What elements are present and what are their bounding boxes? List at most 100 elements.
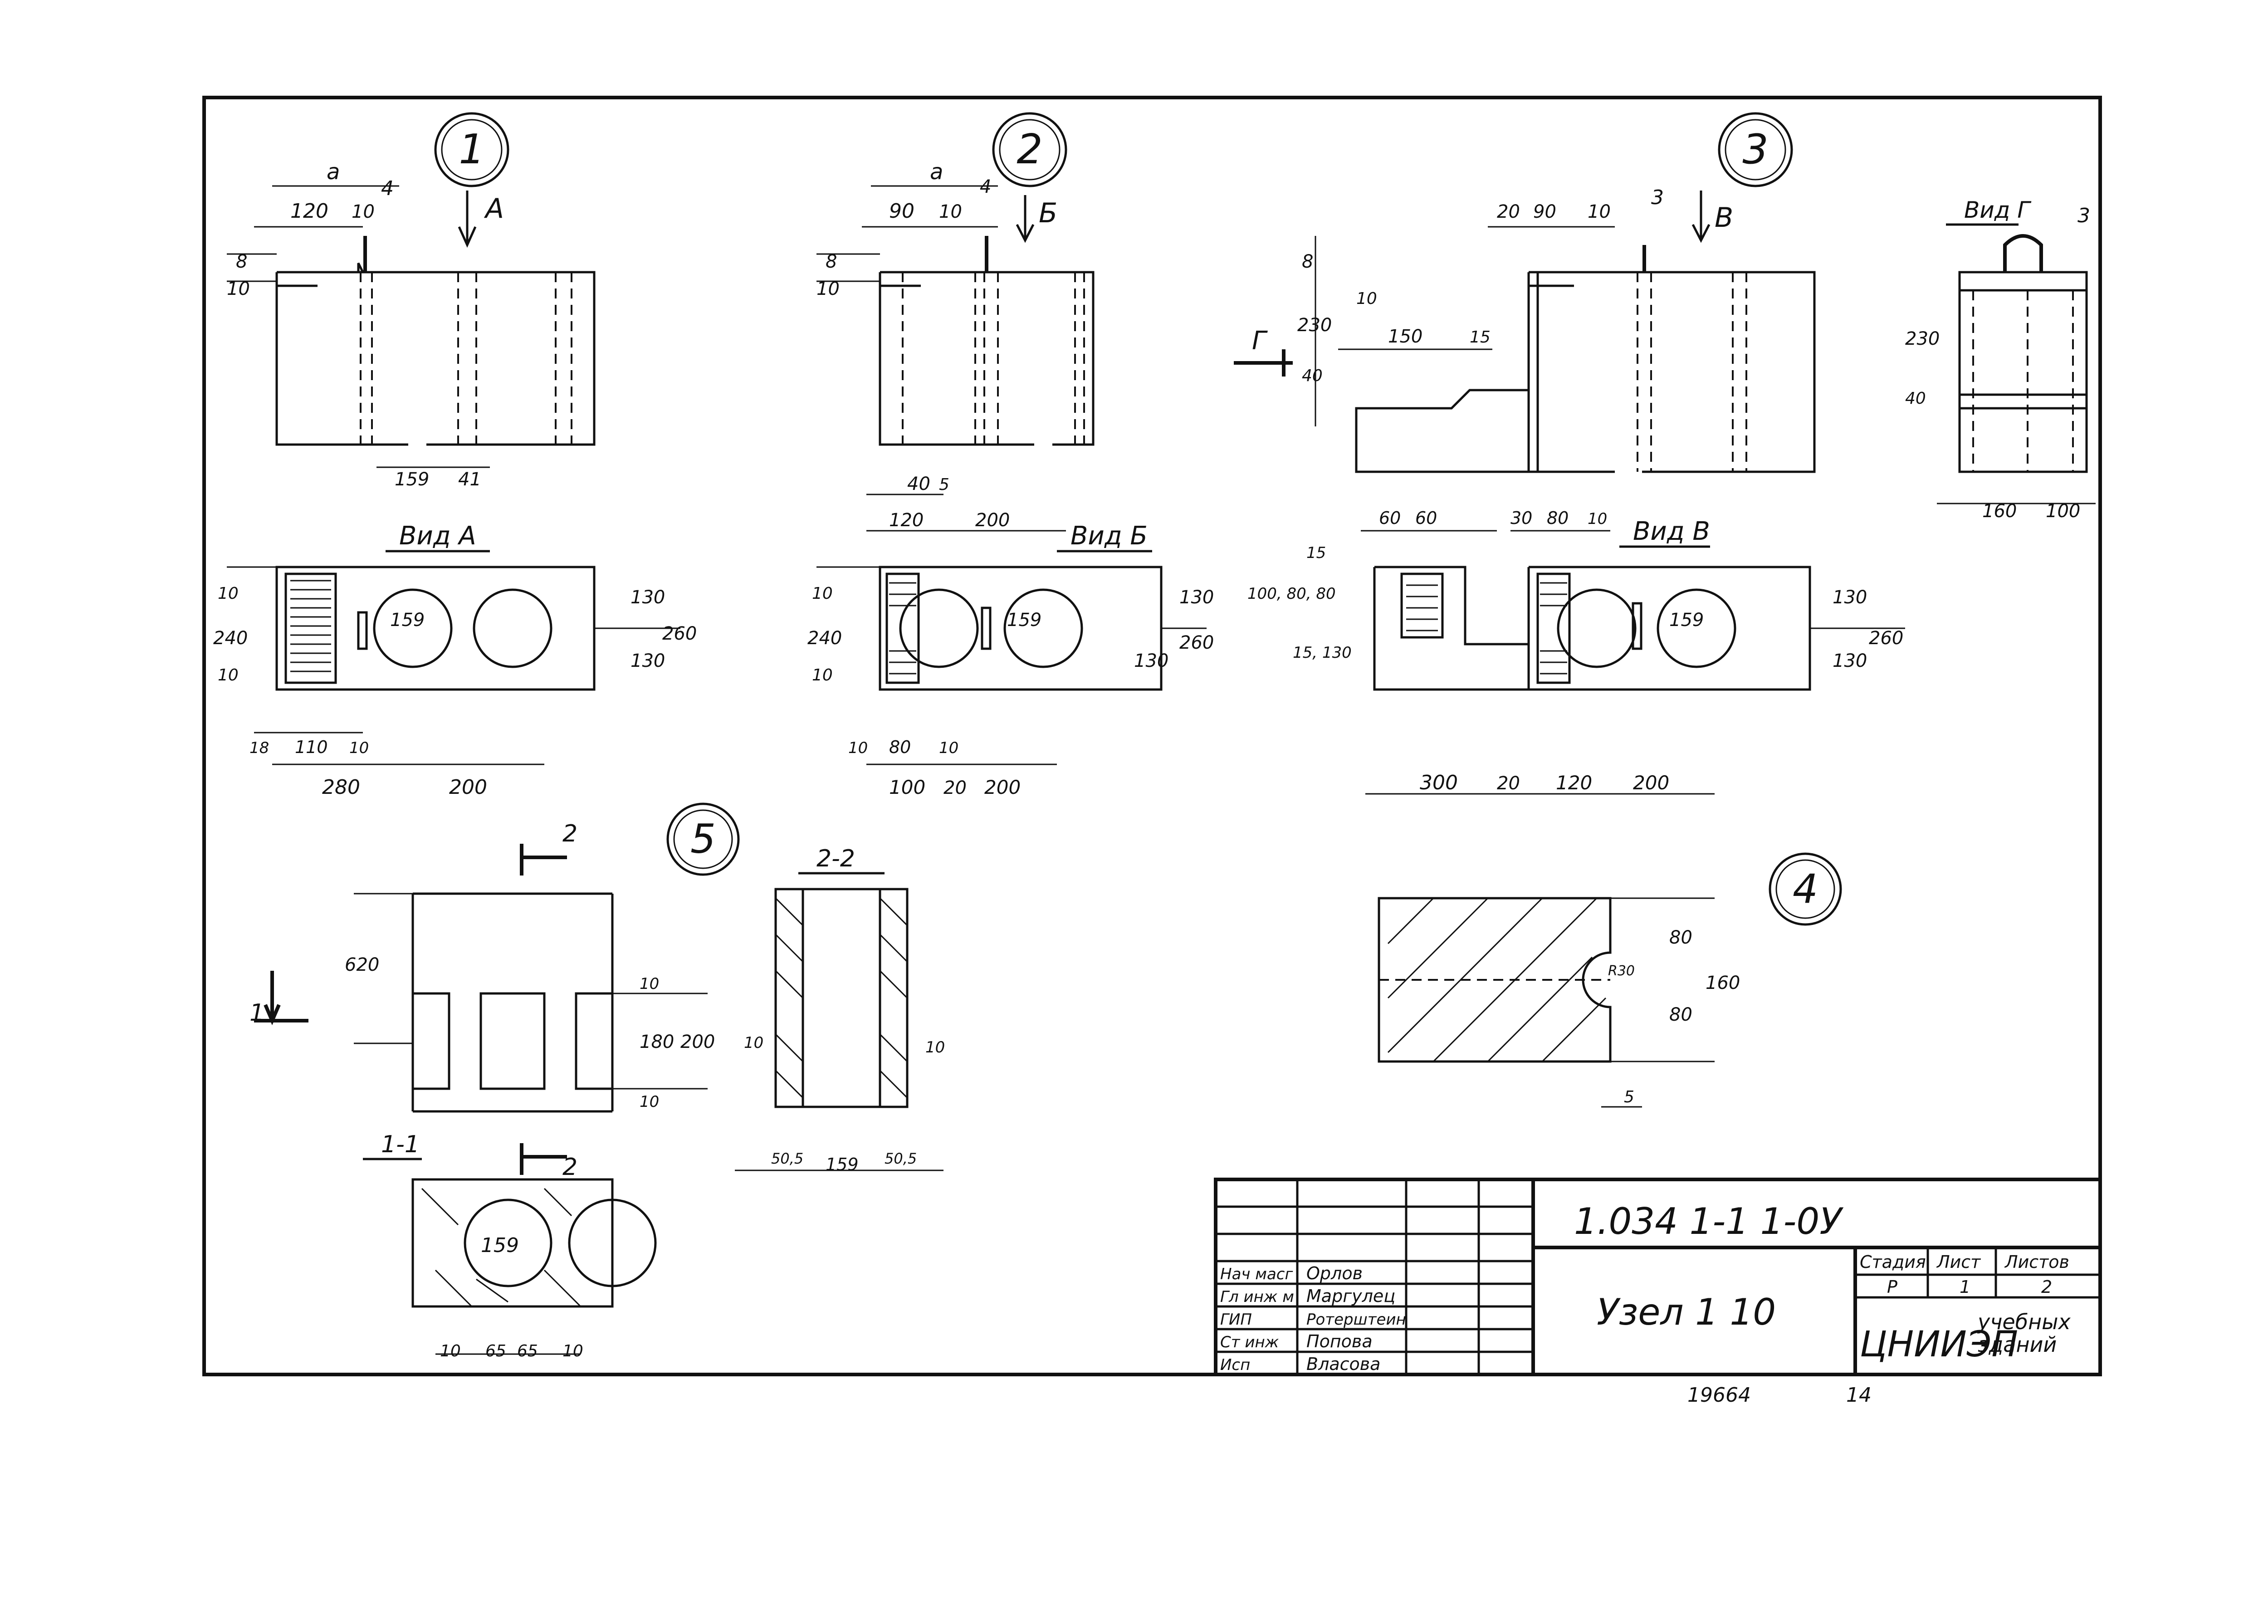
view-a-title: Вид А [399,521,476,551]
view-a: Вид А 10 240 10 159 130 130 260 18 110 1… [213,521,697,799]
node-2-outline [879,271,1095,446]
signature-role-3: ГИП [1220,1311,1252,1329]
dim-n2-10: 10 [939,201,962,222]
arrow-b-icon [1016,195,1035,243]
dim-vb-10b: 10 [812,666,833,685]
dim-n1-8: 8 [236,251,247,272]
dim-n4-5: 5 [1624,1088,1634,1106]
dim-vb-10: 10 [812,584,833,603]
signature-name-2: Маргулец [1306,1286,1395,1306]
dim-n3-10b: 10 [1356,289,1377,308]
dim-n2-90: 90 [889,200,914,223]
node-5-outline [411,894,614,1113]
dim-vv-10: 10 [1588,510,1607,528]
view-v: Вид В 60 60 30 80 10 15 100, 80, 80 15, … [1247,508,1905,795]
dim-n5-10b: 10 [640,1093,659,1111]
sheets-label: Листов [2004,1252,2069,1272]
view-v-void-1 [1557,588,1637,668]
dim-n4-80: 80 [1669,927,1692,948]
sheet-frame [202,96,2102,1376]
dim-vv-120: 120 [1556,772,1592,794]
dim-va-159: 159 [390,610,425,631]
dim-vg-40: 40 [1905,389,1926,408]
dim-n2-10b: 10 [816,279,840,299]
section-2-label-top: 2 [562,820,577,847]
dim-vb-260: 260 [1179,632,1214,653]
section-1-1-title: 1-1 [381,1131,420,1158]
section-1-arrow-icon [254,971,308,1026]
dim-va-10: 10 [218,584,239,603]
dim-vv-260: 260 [1869,628,1903,649]
organization-sub-1: учебных [1977,1310,2071,1334]
dim-n3-40: 40 [1302,367,1323,385]
dim-vb-200: 200 [984,776,1021,798]
dim-va-260: 260 [662,623,697,644]
dim-s22-10b: 10 [925,1038,945,1057]
dim-vb-130: 130 [1179,587,1214,608]
sheet-value: 1 [1960,1277,1970,1297]
page-number: 14 [1846,1384,1872,1407]
dim-n5-10: 10 [640,975,659,993]
dim-n4-160: 160 [1706,973,1740,993]
dim-s11-65b: 65 [517,1342,538,1360]
node-1-number: 1 [459,126,484,173]
signature-name-5: Власова [1306,1354,1380,1374]
dim-vv-30: 30 [1510,508,1532,528]
dim-n3-8: 8 [1302,251,1313,272]
dim-vv-159: 159 [1669,610,1704,631]
dim-vv-130b: 130 [1833,651,1867,671]
dim-vb-10d: 10 [939,739,958,757]
view-v-title: Вид В [1633,517,1710,546]
dim-vb-240: 240 [807,628,842,649]
dim-n1-159: 159 [395,469,429,490]
arrow-v-label: В [1715,202,1733,234]
view-v-void-2 [1657,588,1736,668]
section-1-label: 1 [249,999,264,1027]
dim-vg-230: 230 [1905,328,1940,349]
dim-va-200: 200 [449,776,487,799]
node-1-outline [275,271,596,446]
dim-va-10b: 10 [218,666,239,685]
view-a-void-2 [473,588,552,668]
arrow-b-label: Б [1039,197,1057,229]
arrow-a-icon [458,191,477,248]
node-4: 4 R30 80 80 160 5 [1378,852,1842,1108]
stage-value: Р [1887,1277,1897,1297]
section-1-1: 1-1 159 10 65 65 10 [363,1131,657,1360]
dim-n2-8: 8 [826,251,837,272]
view-b-void-2 [1003,588,1083,668]
dim-vv-60b: 60 [1415,508,1437,528]
dim-n3-3: 3 [1651,186,1664,209]
dim-vb-130b: 130 [1134,651,1168,671]
view-a-void-1 [373,588,453,668]
view-g-outline [1958,271,2088,473]
dim-n4-r30: R30 [1608,963,1635,979]
node-2-number: 2 [1017,126,1042,173]
node-5-marker [666,802,740,876]
dim-n2-4: 4 [980,176,991,197]
view-g: Вид Г 3 230 40 160 100 [1905,197,2096,522]
dim-n3-10: 10 [1588,201,1611,222]
dim-vv-100-80-80: 100, 80, 80 [1247,585,1336,603]
node-4-outline [1378,897,1612,1063]
signature-name-4: Попова [1306,1331,1373,1351]
dim-n5-200: 200 [680,1032,715,1052]
dim-n2-40: 40 [907,474,930,494]
node-4-marker [1769,852,1842,926]
section-2-2-title: 2-2 [816,845,855,872]
dim-s22-159: 159 [826,1154,859,1174]
dim-n1-10b: 10 [227,279,250,299]
dim-n1-120: 120 [290,200,328,223]
section-2-label-bottom: 2 [562,1154,577,1181]
dim-n1-a: а [327,159,340,185]
organization-sub-2: зданий [1978,1332,2057,1357]
dim-va-130b: 130 [631,651,665,671]
dim-n2-5: 5 [939,475,949,494]
dim-va-18: 18 [249,739,269,757]
dim-va-110: 110 [295,737,328,757]
signature-role-1: Нач масг [1220,1265,1293,1283]
dim-vv-15-130: 15, 130 [1293,644,1352,662]
drawing-code: 1.034 1-1 1-0У [1574,1200,1844,1242]
section-2-2: 2-2 10 10 50,5 159 50,5 [735,845,945,1174]
